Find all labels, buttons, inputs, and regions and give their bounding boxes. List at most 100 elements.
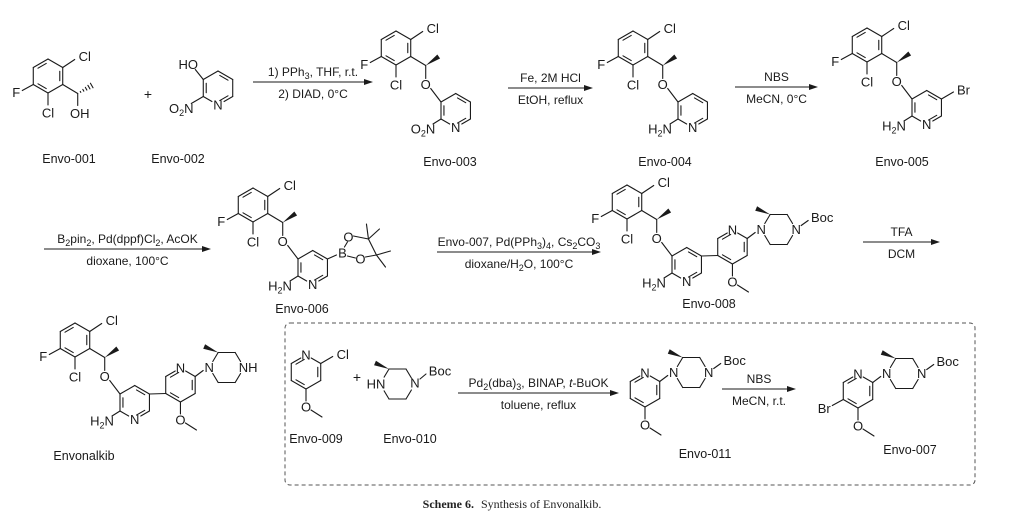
chloro-atom: Cl — [390, 78, 402, 93]
ring-bond — [165, 392, 181, 403]
ring-bond — [671, 272, 682, 279]
fluoro-atom: F — [217, 214, 225, 229]
bond — [326, 254, 337, 260]
double-bond — [37, 62, 47, 69]
bond — [676, 377, 684, 389]
double-bond — [721, 254, 732, 261]
double-bond — [622, 55, 632, 62]
ring-bond — [380, 55, 397, 66]
ring-bond — [629, 397, 646, 408]
ring-bond — [165, 370, 176, 378]
bond — [226, 212, 239, 221]
bond — [641, 184, 655, 195]
wedge-bond — [880, 350, 896, 359]
arrow-head — [809, 84, 818, 90]
bond — [764, 213, 771, 225]
bond — [234, 372, 242, 384]
ether-oxygen: O — [658, 77, 668, 92]
ring-bond — [47, 83, 64, 94]
methoxy-oxygen: O — [727, 275, 737, 290]
double-bond — [634, 397, 644, 404]
double-bond — [169, 392, 180, 399]
bond — [410, 55, 427, 67]
bromo-atom: Br — [957, 83, 971, 98]
methoxy-oxygen: O — [640, 418, 650, 433]
bond — [346, 255, 356, 259]
fluoro-atom: F — [831, 54, 839, 69]
wedge-bond — [896, 51, 912, 63]
ring-bond — [862, 376, 874, 384]
pyridine-nitrogen: N — [640, 366, 649, 381]
bond — [364, 254, 377, 258]
double-bond — [219, 74, 229, 81]
ring-bond — [911, 89, 928, 100]
bond — [62, 58, 76, 69]
ring-bond — [866, 27, 883, 38]
reaction-step-1: 1) PPh3, THF, r.t.2) DIAD, 0°C — [253, 65, 373, 101]
double-bond — [693, 117, 704, 124]
bond — [432, 118, 442, 125]
ring-bond — [59, 322, 76, 333]
compound-label-envo-010: Envo-010 — [383, 432, 437, 446]
piperazine-nh: NH — [239, 360, 258, 375]
bond — [659, 374, 669, 383]
ring-bond — [692, 92, 708, 103]
bond — [343, 241, 348, 248]
fluoro-atom: F — [360, 57, 368, 72]
ring-bond — [671, 246, 688, 257]
amino-group: H2N — [648, 122, 672, 139]
arrow-head — [592, 249, 601, 255]
conditions-below: dioxane, 100°C — [86, 254, 169, 268]
ring-bond — [312, 249, 328, 260]
piperazine-nitrogen: N — [410, 376, 419, 391]
amino-group: H2N — [882, 119, 906, 136]
double-bond — [135, 389, 146, 396]
bond — [641, 209, 658, 221]
ring-bond — [252, 187, 269, 198]
bond — [940, 91, 954, 100]
double-bond — [927, 114, 938, 121]
bond — [194, 369, 204, 378]
ring-bond — [632, 30, 649, 41]
chloro-atom: Cl — [898, 18, 910, 33]
ring-bond — [617, 55, 634, 66]
compound-label-envo-001: Envo-001 — [42, 152, 96, 166]
piperazine-nitrogen: N — [791, 222, 800, 237]
ring-bond — [252, 212, 269, 223]
bond — [800, 219, 809, 227]
ring-bond — [932, 115, 942, 122]
bond — [375, 250, 391, 256]
ring-bond — [74, 347, 91, 358]
bond — [699, 377, 706, 389]
bond — [663, 272, 673, 279]
bond — [831, 398, 844, 407]
ring-bond — [305, 379, 322, 390]
compound-label-envo-007: Envo-007 — [883, 443, 937, 457]
bond — [667, 87, 679, 103]
double-bond — [634, 376, 644, 383]
ring-bond — [461, 118, 471, 125]
conditions-below: toluene, reflux — [501, 398, 576, 412]
double-bond — [456, 117, 467, 124]
chloro-atom: Cl — [42, 106, 54, 121]
pyridine-nitrogen: N — [308, 277, 317, 292]
pyridine-nitrogen: N — [451, 120, 460, 135]
ring-bond — [440, 92, 457, 103]
bond — [375, 254, 386, 268]
double-bond — [242, 191, 252, 198]
bond — [89, 322, 103, 333]
ring-bond — [717, 232, 728, 240]
hydroxyl-group: OH — [70, 106, 90, 121]
compound-label-envo-009: Envo-009 — [289, 432, 343, 446]
chloro-atom: Cl — [69, 370, 81, 385]
wedge-bond — [104, 346, 120, 358]
bond — [912, 378, 919, 390]
compound-label-envo-002: Envo-002 — [151, 152, 205, 166]
piperazine-nitrogen: N — [669, 365, 678, 380]
chloro-atom: Cl — [284, 178, 296, 193]
bond — [212, 372, 219, 384]
ring-bond — [134, 384, 150, 395]
